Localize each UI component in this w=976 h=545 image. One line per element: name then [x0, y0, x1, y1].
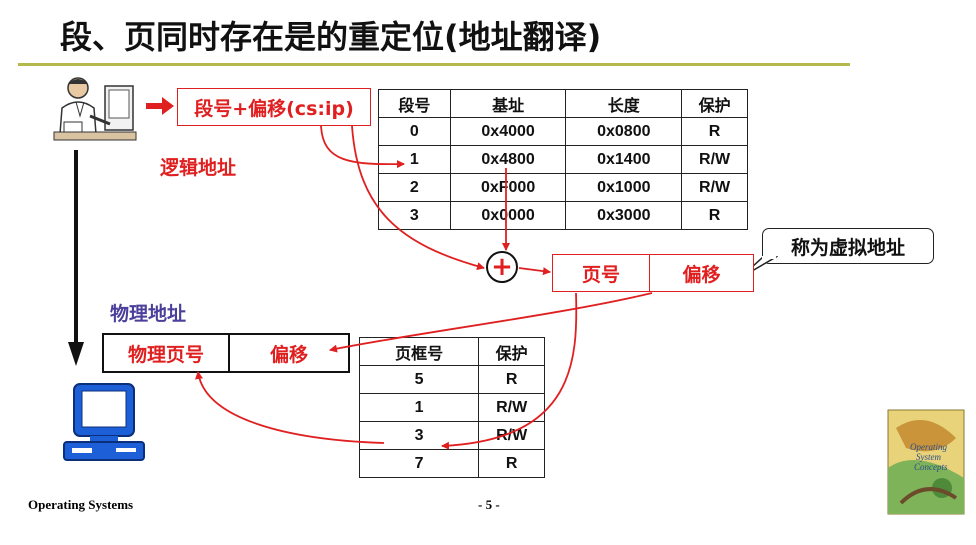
col-length: 长度 [565, 89, 683, 118]
down-arrow-icon [68, 150, 84, 366]
col-protection: 保护 [478, 337, 545, 366]
table-cell: 3 [378, 201, 451, 230]
segment-table: 段号 基址 长度 保护 0 0x4000 0x0800 R 1 0x4800 0… [378, 89, 748, 230]
table-row: 1 0x4800 0x1400 R/W [378, 145, 748, 174]
table-cell: R [681, 117, 748, 146]
table-cell: 5 [358, 365, 480, 394]
table-cell: R [478, 449, 545, 478]
footer-page-number: - 5 - [478, 497, 500, 512]
book-cover-icon: Operating System Concepts [887, 409, 965, 515]
segment-table-header: 段号 基址 长度 保护 [378, 89, 748, 118]
virtual-page-number: 页号 [553, 255, 650, 291]
table-row: 5 R [358, 365, 545, 394]
col-base: 基址 [449, 89, 567, 118]
frame-to-physical-arrow [195, 371, 385, 444]
person-at-computer-icon [53, 77, 137, 141]
table-cell: 0 [378, 117, 451, 146]
col-frame-number: 页框号 [358, 337, 480, 366]
table-row: 3 R/W [358, 421, 545, 450]
table-cell: R/W [681, 173, 748, 202]
table-cell: 2 [378, 173, 451, 202]
page-table: 页框号 保护 5 R 1 R/W 3 R/W 7 R [358, 337, 545, 478]
table-cell: 0x3000 [565, 201, 683, 230]
table-row: 2 0xF000 0x1000 R/W [378, 173, 748, 202]
table-row: 3 0x0000 0x3000 R [378, 201, 748, 230]
title-divider [18, 63, 850, 66]
table-cell: R [681, 201, 748, 230]
table-cell: 0x1400 [565, 145, 683, 174]
col-protection: 保护 [681, 89, 748, 118]
table-cell: 0xF000 [449, 173, 567, 202]
table-cell: 0x0800 [565, 117, 683, 146]
table-cell: 0x1000 [565, 173, 683, 202]
table-cell: 0x0000 [449, 201, 567, 230]
virtual-address-box: 页号 偏移 [552, 254, 754, 292]
table-cell: R/W [478, 393, 545, 422]
table-cell: R/W [478, 421, 545, 450]
svg-text:Operating: Operating [910, 442, 947, 452]
logical-address-label: 逻辑地址 [160, 157, 237, 179]
physical-page-number: 物理页号 [104, 335, 230, 371]
table-row: 7 R [358, 449, 545, 478]
table-cell: R [478, 365, 545, 394]
table-row: 1 R/W [358, 393, 545, 422]
footer-course: Operating Systems [28, 497, 134, 512]
virtual-address-callout: 称为虚拟地址 [762, 228, 934, 264]
page-table-header: 页框号 保护 [358, 337, 545, 366]
table-cell: 1 [378, 145, 451, 174]
table-cell: 7 [358, 449, 480, 478]
virtual-offset: 偏移 [682, 263, 721, 286]
physical-address-label: 物理地址 [110, 303, 187, 325]
physical-offset: 偏移 [269, 343, 308, 366]
physical-address-box: 物理页号 偏移 [102, 333, 350, 373]
adder-to-virtual-arrow [518, 267, 551, 276]
table-cell: 0x4000 [449, 117, 567, 146]
table-row: 0 0x4000 0x0800 R [378, 117, 748, 146]
logical-address-box: 段号+偏移(cs:ip) [177, 88, 371, 126]
col-segment-number: 段号 [378, 89, 451, 118]
svg-text:System: System [916, 452, 941, 462]
table-cell: 3 [358, 421, 480, 450]
computer-icon [63, 383, 145, 461]
red-arrow-icon [146, 97, 174, 115]
svg-text:Concepts: Concepts [914, 462, 948, 472]
page-title: 段、页同时存在是的重定位(地址翻译) [60, 18, 602, 56]
table-cell: 0x4800 [449, 145, 567, 174]
table-cell: R/W [681, 145, 748, 174]
add-icon: + [486, 251, 518, 283]
table-cell: 1 [358, 393, 480, 422]
